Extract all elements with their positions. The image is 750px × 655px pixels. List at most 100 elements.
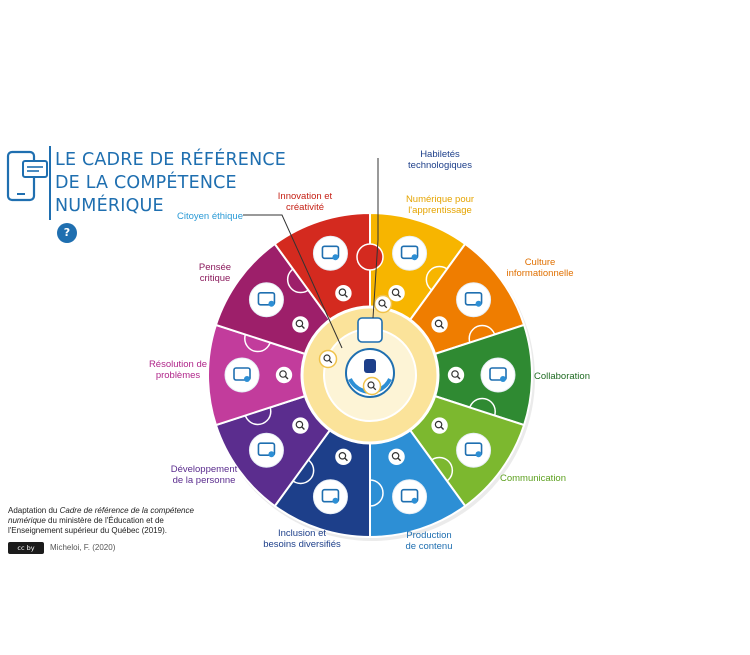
help-button[interactable]: ? — [57, 223, 77, 243]
team-network-icon-glyph — [489, 367, 507, 381]
thought-bubbles-icon — [248, 282, 284, 318]
magnifier-button-pensee[interactable] — [290, 314, 311, 335]
stairs-icon-glyph — [257, 442, 276, 457]
label-inclusion-line-1: Inclusion et — [277, 528, 327, 539]
label-production-line-2: de contenu — [405, 541, 453, 552]
magnifier-lens — [434, 420, 443, 429]
magnifier-handle — [328, 359, 333, 364]
magnifier-handle — [301, 325, 305, 329]
document-stack-icon-glyph — [400, 245, 419, 260]
magnifier-button-habiletes[interactable] — [362, 376, 382, 396]
magnifier-handle — [440, 325, 445, 329]
magnifier-ring — [429, 415, 450, 436]
label-habiletes: Habiletés technologiques — [402, 149, 478, 171]
document-stack-icon — [392, 235, 428, 271]
label-culture: Culture informationnelle — [498, 257, 582, 279]
magnifier-ring — [333, 446, 354, 467]
magnifier-button-production[interactable] — [386, 446, 407, 467]
chat-window-icon — [456, 432, 492, 468]
magnifier-ring — [290, 314, 311, 335]
label-collaboration-line-1: Collaboration — [534, 371, 590, 382]
puzzle-knob-innovation — [356, 243, 384, 271]
label-culture-line-1: Culture — [524, 257, 556, 268]
magnifier-button-citoyen[interactable] — [318, 349, 338, 369]
screen-edit-icon-glyph — [400, 488, 419, 503]
magnifier-button-inclusion[interactable] — [333, 446, 354, 467]
team-network-icon — [480, 357, 516, 393]
stairs-icon-accent — [268, 451, 275, 458]
cc-license-badge[interactable]: cc by — [8, 542, 44, 554]
magnifier-lens — [295, 319, 304, 328]
label-resolution-line-1: Résolution de — [148, 359, 208, 370]
label-pensee: Pensée critique — [190, 262, 240, 284]
label-production: Production de contenu — [397, 530, 461, 552]
magnifier-button-numerique-center[interactable] — [373, 294, 393, 314]
credit-line-1: Adaptation du Cadre de référence de la c… — [8, 506, 194, 515]
credit-line-3-part-1: l'Enseignement supérieur du Québec (2019… — [8, 526, 165, 535]
page-title-line-3: NUMÉRIQUE — [55, 196, 164, 216]
phone-chat-logo-icon — [6, 150, 48, 202]
label-numerique-line-2: l'apprentissage — [408, 205, 472, 216]
magnifier-button-collaboration[interactable] — [446, 365, 466, 385]
magnifier-handle — [372, 386, 377, 391]
central-hand-shape — [364, 359, 376, 373]
credit-line-1-part-1: Adaptation du — [8, 506, 60, 515]
label-innovation-line-1: Innovation et — [277, 191, 333, 202]
magnifier-handle — [397, 457, 402, 462]
magnifier-ring — [446, 365, 466, 385]
label-collaboration: Collaboration — [530, 371, 594, 382]
magnifier-handle — [344, 457, 348, 462]
magnifier-ring — [386, 446, 407, 467]
magnifier-lens — [434, 319, 443, 328]
label-numerique-line-1: Numérique pour — [405, 194, 475, 205]
magnifier-button-culture[interactable] — [429, 314, 450, 335]
magnifier-button-numerique[interactable] — [386, 283, 407, 304]
magnifier-ring — [318, 349, 338, 369]
magnifier-ring — [274, 365, 294, 385]
magnifier-handle — [301, 426, 305, 431]
label-developpement-line-2: de la personne — [172, 475, 236, 486]
magnifier-lens — [367, 381, 375, 389]
cycle-arrows-icon-accent — [332, 497, 339, 504]
label-developpement-line-1: Développement — [170, 464, 238, 475]
label-culture-line-2: informationnelle — [506, 268, 574, 279]
magnifier-ring — [333, 283, 354, 304]
cycle-arrows-icon-glyph — [321, 488, 340, 503]
magnifier-button-developpement[interactable] — [290, 415, 311, 436]
label-developpement: Développement de la personne — [163, 464, 245, 486]
team-network-icon-accent — [500, 376, 506, 382]
thought-bubbles-icon-accent — [268, 300, 275, 307]
lightbulb-icon-accent — [332, 254, 339, 261]
lightbulb-icon-glyph — [321, 245, 340, 260]
magnifier-handle — [457, 376, 461, 380]
magnifier-lens — [451, 370, 459, 378]
books-search-icon-accent — [475, 300, 482, 307]
label-numerique: Numérique pour l'apprentissage — [400, 194, 480, 216]
magnifier-lens — [279, 370, 287, 378]
magnifier-ring — [290, 415, 311, 436]
books-search-icon — [456, 282, 492, 318]
magnifier-handle — [397, 294, 402, 298]
magnifier-button-innovation[interactable] — [333, 283, 354, 304]
magnifier-button-resolution[interactable] — [274, 365, 294, 385]
label-innovation: Innovation et créativité — [270, 191, 340, 213]
label-pensee-line-2: critique — [199, 273, 231, 284]
leader-line-citoyen — [243, 214, 343, 349]
label-pensee-line-1: Pensée — [198, 262, 232, 273]
credit-line-2-part-2: du ministère de l'Éducation et de — [45, 516, 164, 525]
title-divider — [49, 146, 51, 220]
magnifier-lens — [338, 288, 347, 297]
credit-line-2: numérique du ministère de l'Éducation et… — [8, 516, 164, 525]
leader-line-habiletes — [372, 158, 379, 319]
document-stack-icon-accent — [411, 254, 418, 261]
screen-edit-icon — [392, 479, 428, 515]
magnifier-ring — [362, 376, 382, 396]
thought-bubbles-icon-glyph — [257, 291, 276, 306]
label-inclusion: Inclusion et besoins diversifiés — [256, 528, 348, 550]
magnifier-button-communication[interactable] — [429, 415, 450, 436]
magnifier-lens — [295, 420, 304, 429]
label-resolution-line-2: problèmes — [155, 370, 201, 381]
label-communication: Communication — [497, 473, 569, 484]
label-inclusion-line-2: besoins diversifiés — [263, 539, 341, 550]
